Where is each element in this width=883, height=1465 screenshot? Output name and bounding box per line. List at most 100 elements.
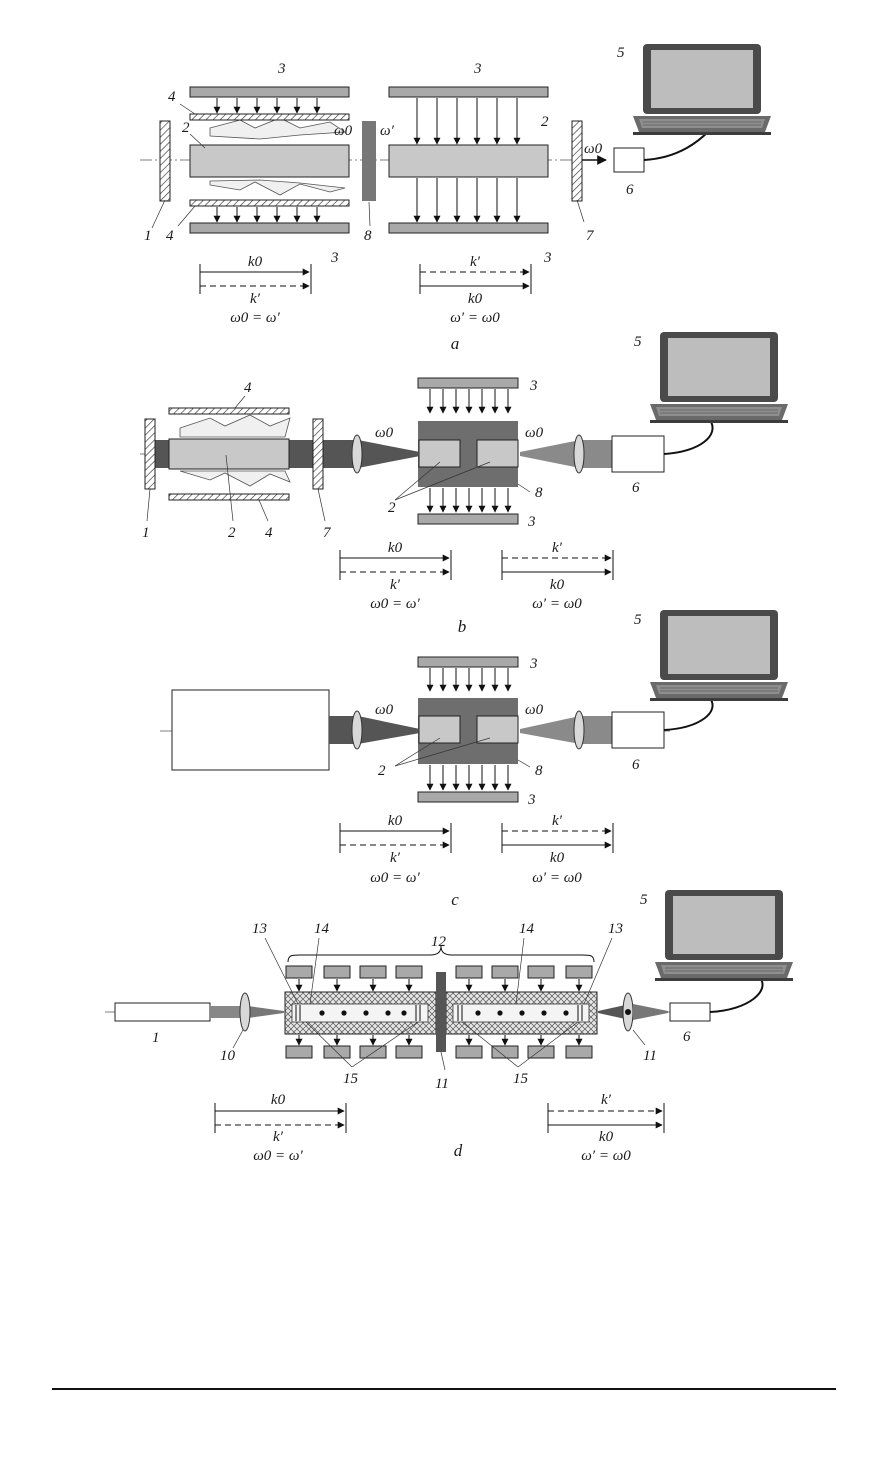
label-11: 11 — [643, 1048, 657, 1064]
label-equation: ω′ = ω0 — [532, 870, 582, 886]
label-6: 6 — [626, 182, 634, 198]
crystal-2-left — [418, 715, 461, 744]
element-8 — [362, 121, 376, 201]
label-k0: k0 — [271, 1092, 286, 1108]
label-11: 11 — [435, 1076, 449, 1092]
label-5: 5 — [634, 334, 642, 350]
label-13: 13 — [252, 921, 267, 937]
panel-a: 3 3 4 2 2 ω0 ω′ ω0 5 6 1 4 8 7 3 3 k0 k′… — [140, 43, 772, 353]
label-4: 4 — [244, 380, 252, 396]
detector-6 — [669, 1002, 711, 1022]
element-11-center — [436, 972, 446, 1052]
detector-6 — [611, 711, 665, 749]
label-13: 13 — [608, 921, 623, 937]
reflector-4-top — [168, 407, 290, 415]
legend-right: k′ k0 ω′ = ω0 — [419, 254, 532, 326]
mirror-7 — [312, 418, 324, 490]
label-6: 6 — [683, 1029, 691, 1045]
pump-3-bottom-left — [189, 222, 350, 234]
label-equation: ω′ = ω0 — [581, 1148, 631, 1164]
lens-10 — [239, 992, 251, 1032]
label-15: 15 — [343, 1071, 359, 1087]
label-3: 3 — [527, 792, 536, 808]
label-equation: ω′ = ω0 — [532, 596, 582, 612]
label-omega0: ω0 — [525, 702, 544, 718]
label-14: 14 — [314, 921, 330, 937]
label-omega0: ω0 — [375, 425, 394, 441]
label-5: 5 — [640, 892, 648, 908]
label-k0: k0 — [388, 540, 403, 556]
reflector-4-bottom — [168, 493, 290, 501]
pump-3-top-right — [388, 86, 549, 98]
label-4: 4 — [166, 228, 174, 244]
pump-3-top — [417, 377, 519, 389]
legend-left: k0 k′ ω0 = ω′ — [339, 540, 452, 612]
panel-b: 4 3 5 ω0 ω0 2 8 6 1 2 4 7 3 k0 k′ ω0 = ω… — [140, 331, 789, 636]
mirror-7 — [571, 120, 583, 202]
laptop-5 — [649, 609, 789, 702]
laptop-5 — [654, 889, 794, 982]
label-equation: ω0 = ω′ — [230, 310, 280, 326]
label-14: 14 — [519, 921, 535, 937]
label-5: 5 — [617, 45, 625, 61]
reflector-4-bottom — [189, 199, 350, 207]
label-6: 6 — [632, 480, 640, 496]
label-k-prime: k′ — [470, 254, 481, 270]
label-omega0: ω0 — [584, 141, 603, 157]
label-2: 2 — [541, 114, 549, 130]
crystal-2-right — [476, 715, 519, 744]
label-10: 10 — [220, 1048, 236, 1064]
label-equation: ω0 = ω′ — [253, 1148, 303, 1164]
legend-right: k′ k0 ω′ = ω0 — [547, 1092, 665, 1164]
label-k0: k0 — [468, 291, 483, 307]
panel-d: 13 14 12 14 13 5 1 10 15 11 15 11 6 k0 k… — [105, 889, 794, 1164]
label-1: 1 — [152, 1030, 160, 1046]
laser-source-1 — [114, 1002, 211, 1022]
mirror-1 — [159, 120, 171, 202]
reflector-4-top — [189, 113, 350, 121]
label-k-prime: k′ — [250, 291, 261, 307]
pump-3-bottom — [417, 513, 519, 525]
label-k0: k0 — [550, 850, 565, 866]
label-omega-prime: ω′ — [380, 123, 395, 139]
label-3: 3 — [473, 61, 482, 77]
label-k-prime: k′ — [273, 1129, 284, 1145]
label-k-prime: k′ — [390, 850, 401, 866]
label-8: 8 — [535, 763, 543, 779]
caption-a: a — [451, 334, 460, 353]
lens — [573, 710, 585, 750]
label-k0: k0 — [248, 254, 263, 270]
pump-3-bottom — [417, 791, 519, 803]
crystal-2-right — [476, 439, 519, 468]
caption-d: d — [454, 1141, 463, 1160]
label-k-prime: k′ — [552, 540, 563, 556]
label-k0: k0 — [599, 1129, 614, 1145]
label-4: 4 — [168, 89, 176, 105]
crystal-2-left — [418, 439, 461, 468]
panel-c: 3 5 ω0 ω0 2 8 6 3 k0 k′ ω0 = ω′ k′ k0 ω′… — [160, 609, 789, 909]
label-k-prime: k′ — [390, 577, 401, 593]
legend-right: k′ k0 ω′ = ω0 — [501, 813, 614, 886]
active-element-2 — [168, 438, 290, 470]
label-k-prime: k′ — [601, 1092, 612, 1108]
label-2: 2 — [228, 525, 236, 541]
laser-source — [171, 689, 330, 771]
label-omega0: ω0 — [334, 123, 353, 139]
label-omega0: ω0 — [375, 702, 394, 718]
laptop-5 — [632, 43, 772, 136]
label-k0: k0 — [550, 577, 565, 593]
label-1: 1 — [144, 228, 152, 244]
label-8: 8 — [364, 228, 372, 244]
caption-c: c — [451, 890, 459, 909]
active-element-2-right — [388, 144, 549, 178]
pump-3-bottom-right — [388, 222, 549, 234]
caption-b: b — [458, 617, 467, 636]
label-omega0: ω0 — [525, 425, 544, 441]
label-equation: ω′ = ω0 — [450, 310, 500, 326]
active-element-2-left — [189, 144, 350, 178]
label-7: 7 — [586, 228, 595, 244]
pump-3-top-left — [189, 86, 350, 98]
label-k0: k0 — [388, 813, 403, 829]
label-3: 3 — [543, 250, 552, 266]
